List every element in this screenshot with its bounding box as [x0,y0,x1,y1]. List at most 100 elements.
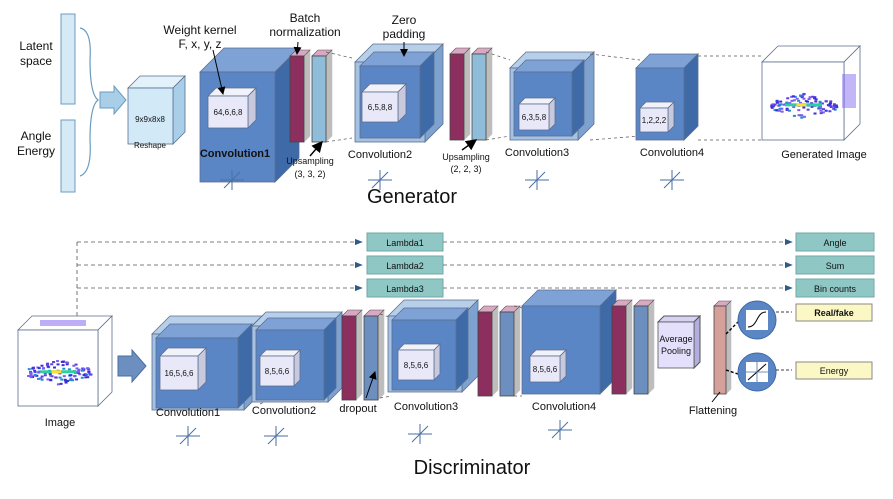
generated-image-content-px [826,104,830,107]
disc-conv3-axes-y [411,425,429,443]
generated-image-content-px [829,106,833,109]
disc-input-content-px [75,367,79,370]
gen-conv1-kernel-box-face [207,95,249,129]
gen-conv2-kernel-box-face [361,91,399,123]
gen-conv3-kernel-label: 6,3,5,8 [522,113,547,122]
disc-input-content-px [33,369,37,372]
disc-batchnorm2-face [477,311,493,397]
gen-upsample2-label: Upsampling [442,152,490,162]
disc-conv2-axes-y [267,427,285,445]
disc-input-content-px [58,376,62,379]
disc-dropout-label: dropout [339,403,376,415]
generated-image-content-px [799,114,803,117]
disc-dropout3-face [633,305,649,395]
disc-input-content-px [86,367,90,370]
gen-upsample2-side [485,47,493,141]
generated-image-content-px [818,102,822,105]
gen-conv1-label: Convolution1 [200,148,270,160]
disc-input-content-px [27,375,31,378]
generated-image-content-px [822,108,826,111]
disc-input-content-px [52,361,56,364]
generated-image-content-px [772,105,776,108]
generated-image-content-px [819,107,823,110]
disc-input-content-px [74,363,78,366]
gen-conv4-axes [660,170,684,190]
generated-image-content-px [828,110,832,113]
input-brace [79,27,99,177]
disc-input-content-px [54,376,58,379]
disc-input-content-px [68,379,72,382]
gen-conv2-label: Convolution2 [348,149,412,161]
gen-conv4-kernel-label: 1,2,2,2 [642,116,667,125]
generated-image-content-px [800,96,804,99]
generated-image-content-px [779,103,783,106]
disc-conv3-side [455,307,469,391]
gen-conv3-axes-y [528,171,546,189]
generated-image-content-px [779,100,783,103]
disc-conv3-axes [408,424,432,444]
disc-input-content-px [82,374,86,377]
generated-image-content-px [800,116,804,119]
gen-dash-c [485,51,511,61]
generated-image-content-px [780,107,784,110]
disc-dash-d [379,395,393,399]
generated-image-content-px [799,94,803,97]
disc-input-top-view [40,320,86,326]
gen-conv1-kernel-label: 64,6,6,8 [214,108,243,117]
generated-image-label: Generated Image [781,149,867,161]
generated-image-content-px [811,95,815,98]
disc-conv2-kernel-box-face [259,355,295,387]
disc-conv3-kernel-box-face [397,349,435,381]
gen-upsample2-face [471,53,487,141]
disc-conv3-label: Convolution3 [394,401,458,413]
batch-norm-pointer [293,41,302,55]
disc-input-content-px [86,376,90,379]
gen-upsample1-pointer [309,140,323,157]
disc-input-content-px [87,368,91,371]
gen-upsample1-face [311,55,327,143]
disc-input-content-px [56,363,60,366]
generated-image-content-px [834,104,838,107]
disc-input-content-px [71,379,75,382]
generated-image-cube-top [761,45,861,63]
disc-input-content-px [49,374,53,377]
sigmoid-curve [747,311,767,328]
disc-input-content-px [80,376,84,379]
disc-conv3-kernel-label: 8,5,6,6 [404,361,429,370]
gen-conv1-kernel-box [207,87,257,129]
disc-input-cube-face [17,329,99,407]
generated-image-content-px [813,96,817,99]
disc-input-content-px [76,370,80,373]
weight-kernel-pointer [212,49,226,95]
generated-image-content-px [804,100,808,103]
generated-image-content-px [782,103,786,106]
generated-image-content-px [785,101,789,104]
disc-input-content-px [33,374,37,377]
real-fake-label: Real/fake [814,308,854,318]
real-fake-box [795,303,873,322]
disc-dropout-layer-side [377,309,385,401]
generated-image-content-px [832,103,836,106]
disc-dropout3 [633,299,655,395]
generated-image-content-px [810,102,814,105]
disc-input-content-px [29,374,33,377]
disc-input-content-px [65,363,69,366]
disc-conv1-label: Convolution1 [156,407,220,419]
generated-image-content-px [802,93,806,96]
disc-input-content-px [77,368,81,371]
generated-image-content-px [778,107,782,110]
gen-conv4-kernel-box-face [639,107,669,133]
generated-image-content-px [770,103,774,106]
disc-conv1-axes-y [179,427,197,445]
disc-input-content-px [66,380,70,383]
disc-dropout2-face [499,311,515,397]
disc-batchnorm3-side [625,299,633,395]
angle-energy-bar [60,119,76,193]
disc-input-content-px [37,367,41,370]
disc-conv2-axes [264,426,288,446]
gen-conv2-side [419,51,435,139]
disc-conv2-kernel-box-side [293,349,301,387]
disc-input-content-px [37,377,41,380]
